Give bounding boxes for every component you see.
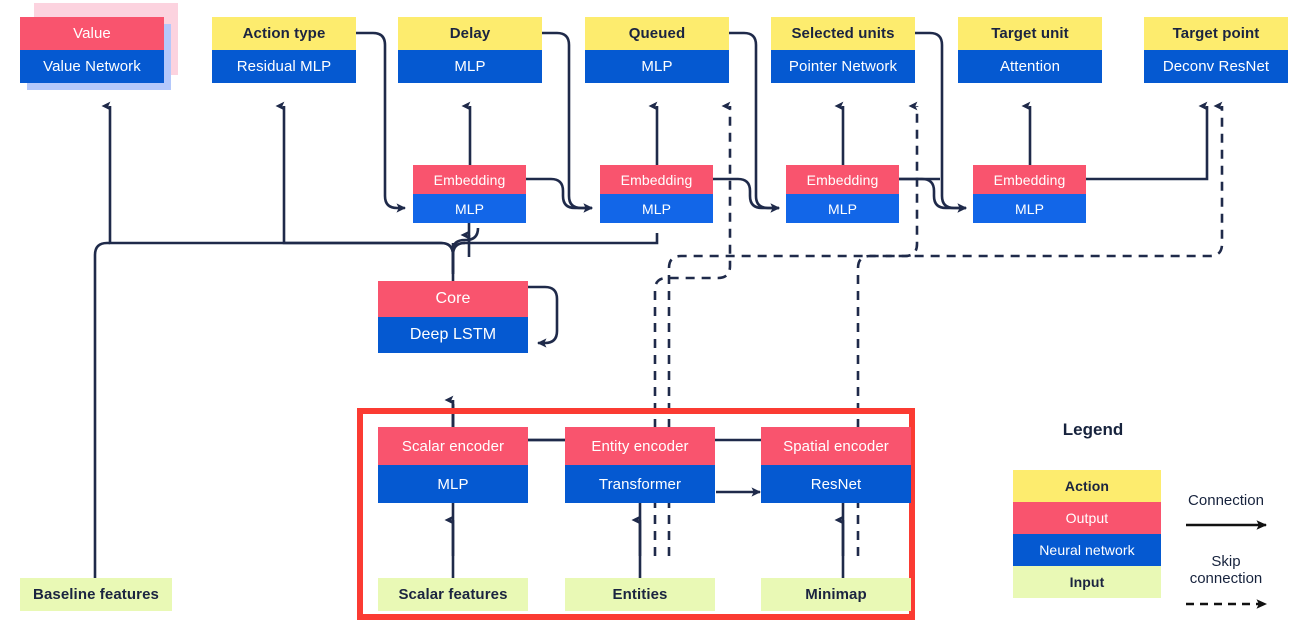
encoder-entity[interactable]: Entity encoder Transformer (565, 427, 715, 503)
head-delay-network: MLP (398, 50, 542, 83)
embedding-1-network: MLP (413, 194, 526, 223)
head-selected-units-network: Pointer Network (771, 50, 915, 83)
head-value-network: Value Network (20, 50, 164, 83)
input-scalar-features-label: Scalar features (378, 578, 528, 611)
encoder-entity-output: Entity encoder (565, 427, 715, 465)
head-target-point-action: Target point (1144, 17, 1288, 50)
core-network-label: Deep LSTM (378, 317, 528, 353)
head-target-unit-action: Target unit (958, 17, 1102, 50)
head-delay-action: Delay (398, 17, 542, 50)
core-block[interactable]: Core Deep LSTM (378, 281, 528, 353)
embedding-3[interactable]: Embedding MLP (786, 165, 899, 223)
head-queued[interactable]: Queued MLP (585, 17, 729, 83)
input-entities[interactable]: Entities (565, 578, 715, 611)
encoder-highlight-box (357, 408, 915, 620)
embedding-2[interactable]: Embedding MLP (600, 165, 713, 223)
head-value[interactable]: Value Value Network (20, 17, 164, 83)
legend-swatch-output: Output (1013, 502, 1161, 534)
head-selected-units-action: Selected units (771, 17, 915, 50)
core-output-label: Core (378, 281, 528, 317)
encoder-spatial-output: Spatial encoder (761, 427, 911, 465)
embedding-4-output: Embedding (973, 165, 1086, 194)
embedding-2-network: MLP (600, 194, 713, 223)
legend-swatch-action: Action (1013, 470, 1161, 502)
input-minimap[interactable]: Minimap (761, 578, 911, 611)
head-queued-action: Queued (585, 17, 729, 50)
embedding-1[interactable]: Embedding MLP (413, 165, 526, 223)
legend-skip-label: Skip connection (1190, 553, 1263, 588)
legend-swatch-neural-network: Neural network (1013, 534, 1161, 566)
legend-title: Legend (1062, 420, 1124, 439)
head-target-unit[interactable]: Target unit Attention (958, 17, 1102, 83)
head-value-action: Value (20, 17, 164, 50)
encoder-scalar-network: MLP (378, 465, 528, 503)
input-baseline-features[interactable]: Baseline features (20, 578, 172, 611)
legend-skip-label-line1: Skip (1211, 553, 1241, 570)
head-target-unit-network: Attention (958, 50, 1102, 83)
embedding-3-output: Embedding (786, 165, 899, 194)
embedding-4-network: MLP (973, 194, 1086, 223)
embedding-2-output: Embedding (600, 165, 713, 194)
legend-swatch-input: Input (1013, 566, 1161, 598)
encoder-spatial[interactable]: Spatial encoder ResNet (761, 427, 911, 503)
head-action-type-network: Residual MLP (212, 50, 356, 83)
legend-skip-label-line2: connection (1189, 570, 1263, 588)
encoder-scalar[interactable]: Scalar encoder MLP (378, 427, 528, 503)
head-action-type[interactable]: Action type Residual MLP (212, 17, 356, 83)
head-selected-units[interactable]: Selected units Pointer Network (771, 17, 915, 83)
head-target-point[interactable]: Target point Deconv ResNet (1144, 17, 1288, 83)
head-delay[interactable]: Delay MLP (398, 17, 542, 83)
legend-connection-label: Connection (1188, 492, 1264, 509)
embedding-1-output: Embedding (413, 165, 526, 194)
encoder-spatial-network: ResNet (761, 465, 911, 503)
input-scalar-features[interactable]: Scalar features (378, 578, 528, 611)
input-minimap-label: Minimap (761, 578, 911, 611)
head-queued-network: MLP (585, 50, 729, 83)
head-action-type-action: Action type (212, 17, 356, 50)
embedding-4[interactable]: Embedding MLP (973, 165, 1086, 223)
input-baseline-features-label: Baseline features (20, 578, 172, 611)
head-target-point-network: Deconv ResNet (1144, 50, 1288, 83)
legend-swatch-stack: Action Output Neural network Input (1013, 470, 1161, 598)
encoder-entity-network: Transformer (565, 465, 715, 503)
embedding-3-network: MLP (786, 194, 899, 223)
encoder-scalar-output: Scalar encoder (378, 427, 528, 465)
input-entities-label: Entities (565, 578, 715, 611)
